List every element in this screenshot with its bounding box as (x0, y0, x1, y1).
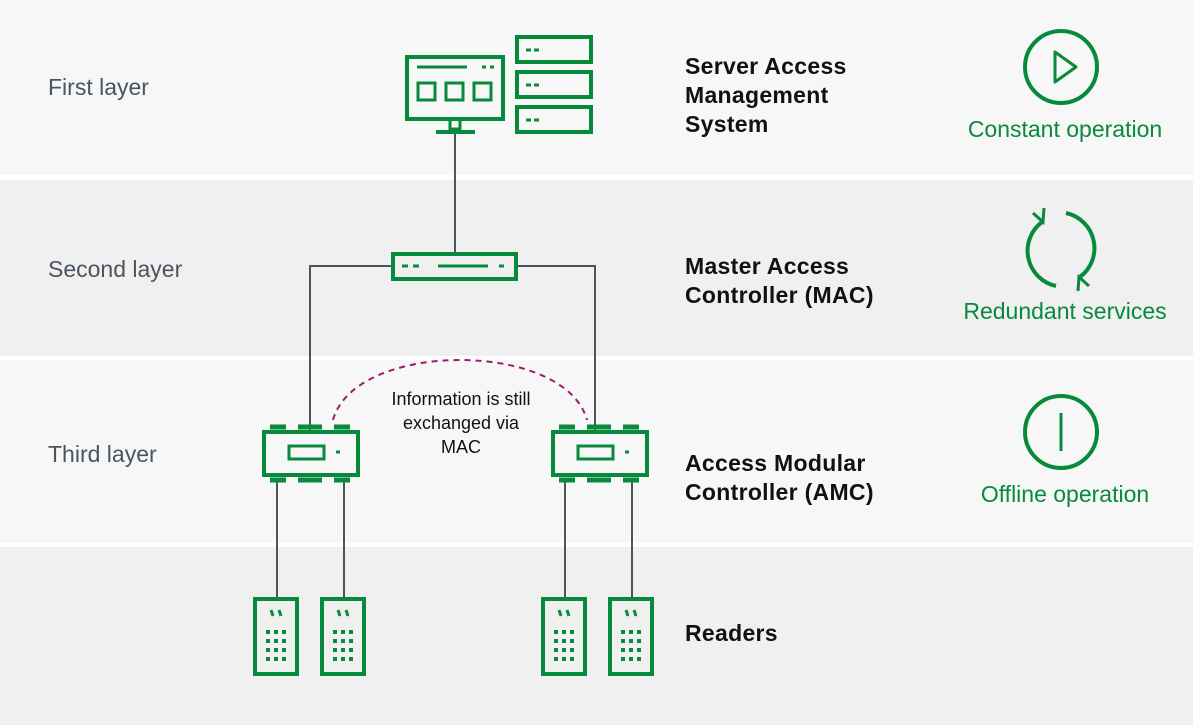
mac-label-line1: Master Access (685, 253, 850, 279)
play-circle-icon (1023, 29, 1099, 105)
readers-group (253, 597, 654, 676)
exchange-note-line1: Information is still (391, 389, 531, 409)
constant-operation-label: Constant operation (967, 116, 1163, 142)
connector-lines (276, 134, 633, 598)
amc-controller-icon-right (551, 424, 649, 483)
power-off-icon (1023, 394, 1099, 470)
amc-label: Access Modular Controller (AMC) (685, 449, 874, 507)
amc-controller-icon-left (262, 424, 360, 483)
mac-label-line2: Controller (MAC) (685, 282, 874, 308)
offline-operation-label: Offline operation (980, 481, 1150, 507)
first-layer-band (0, 0, 1193, 175)
sams-label-line2: Management (685, 82, 829, 108)
exchange-note-line2: exchanged via (402, 413, 520, 433)
amc-label-line2: Controller (AMC) (685, 479, 874, 505)
sams-label-line3: System (685, 111, 769, 137)
exchange-note-line3: MAC (441, 437, 481, 457)
redundant-services-label: Redundant services (963, 298, 1167, 324)
amc-label-line1: Access Modular (685, 450, 866, 476)
refresh-cycle-icon (1025, 207, 1097, 292)
sams-label: Server Access Management System (685, 52, 847, 139)
first-layer-label: First layer (48, 74, 149, 100)
second-layer-band (0, 180, 1193, 356)
card-reader-icon (541, 597, 587, 676)
card-reader-icon (320, 597, 366, 676)
server-workstation-icon (405, 35, 593, 134)
second-layer-label: Second layer (48, 256, 183, 282)
card-reader-icon (608, 597, 654, 676)
exchange-note: Information is still exchanged via MAC (370, 387, 552, 459)
card-reader-icon (253, 597, 299, 676)
third-layer-label: Third layer (48, 441, 157, 467)
mac-controller-icon (391, 252, 518, 281)
readers-band (0, 547, 1193, 725)
sams-label-line1: Server Access (685, 53, 847, 79)
mac-label: Master Access Controller (MAC) (685, 252, 874, 310)
amc-exchange-dashed-arc (332, 359, 588, 421)
mac-to-left-amc-line (309, 265, 391, 432)
readers-label: Readers (685, 620, 778, 646)
third-layer-band (0, 360, 1193, 543)
mac-to-right-amc-line (517, 265, 596, 432)
